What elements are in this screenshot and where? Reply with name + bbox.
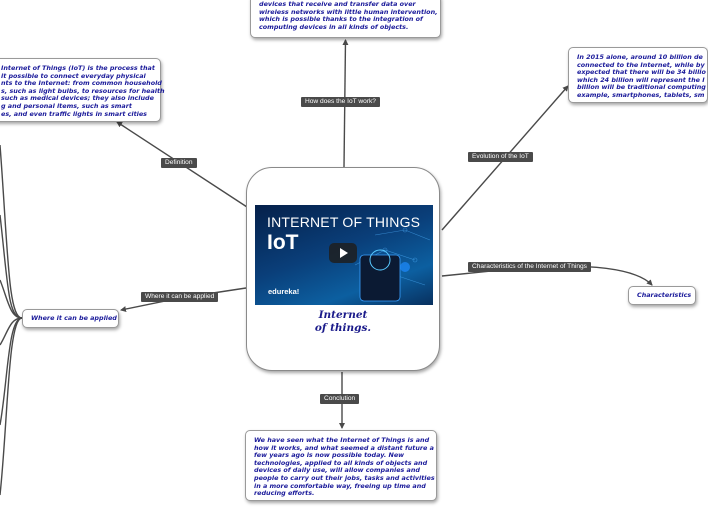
- video-title-line2: IoT: [267, 231, 299, 254]
- branch-label-evolution[interactable]: Evolution of the IoT: [468, 152, 533, 162]
- circuit-decoration: [354, 227, 431, 302]
- topic-text-line: expected that there will be 34 billio: [577, 68, 706, 77]
- topic-text-line: it possible to connect everyday physical: [1, 71, 146, 80]
- branch-label-applied[interactable]: Where it can be applied: [141, 292, 219, 302]
- topic-text-line: Internet of Things (IoT) is the process …: [1, 64, 155, 72]
- branch-label-definition[interactable]: Definition: [161, 158, 197, 168]
- topic-text-line: We have seen what the Internet of Things…: [254, 436, 430, 444]
- topic-text-line: billion will be traditional computing: [577, 83, 706, 92]
- topic-characteristics[interactable]: Characteristics: [628, 286, 696, 305]
- topic-text-line: devices that receive and transfer data o…: [259, 0, 416, 8]
- topic-text-line: such as medical devices; they also inclu…: [1, 94, 154, 103]
- connector-left-2: [0, 214, 23, 319]
- topic-characteristics-text: Characteristics: [637, 291, 692, 299]
- topic-text-line: technologies, applied to all kinds of ob…: [254, 458, 428, 467]
- topic-where-applied-text: Where it can be applied: [31, 314, 117, 322]
- video-thumbnail[interactable]: INTERNET OF THINGS IoT edureka!: [255, 205, 433, 305]
- topic-definition-text: Internet of Things (IoT) is the process …: [1, 64, 165, 118]
- topic-text-line: computing devices in all kinds of object…: [259, 22, 409, 31]
- connector-left-1: [0, 144, 23, 319]
- topic-how-it-works[interactable]: devices that receive and transfer data o…: [250, 0, 441, 38]
- topic-text-line: devices of daily use, will allow compani…: [254, 466, 420, 475]
- topic-how-text: devices that receive and transfer data o…: [259, 0, 438, 31]
- topic-text-line: example, smartphones, tablets, sm: [577, 90, 705, 99]
- topic-where-applied[interactable]: Where it can be applied: [22, 309, 119, 328]
- topic-text-line: which 24 billion will represent the I: [577, 75, 705, 84]
- connector-left-6: [0, 317, 23, 496]
- topic-text-line: es, and even traffic lights in smart cit…: [1, 109, 147, 118]
- branch-label-characteristics[interactable]: Characteristics of the Internet of Thing…: [468, 262, 591, 272]
- topic-text-line: In 2015 alone, around 10 billion de: [577, 53, 703, 61]
- central-topic-title: Internet of things.: [314, 309, 372, 334]
- topic-text-line: reducing efforts.: [254, 489, 315, 498]
- topic-text-line: people to carry out their jobs, tasks an…: [254, 473, 435, 482]
- topic-text-line: how it works, and what seemed a distant …: [254, 443, 434, 452]
- video-brand: edureka!: [268, 287, 300, 296]
- topic-definition[interactable]: Internet of Things (IoT) is the process …: [0, 58, 165, 122]
- topic-text-line: nts to the Internet: from common househo…: [1, 79, 162, 88]
- topic-conclusion-text: We have seen what the Internet of Things…: [254, 436, 435, 498]
- topic-text-line: g and personal items, such as smart: [1, 101, 132, 110]
- video-title-line1: INTERNET OF THINGS: [267, 214, 421, 230]
- topic-text-line: which is possible thanks to the integrat…: [259, 15, 423, 24]
- topic-conclusion[interactable]: We have seen what the Internet of Things…: [245, 430, 437, 501]
- branch-label-conclusion[interactable]: Conclution: [320, 394, 360, 404]
- central-topic[interactable]: INTERNET OF THINGS IoT edureka! Internet…: [246, 167, 440, 371]
- connector-left-5: [0, 317, 23, 426]
- play-icon[interactable]: [329, 243, 357, 263]
- topic-text-line: in a more comfortable way, freeing up ti…: [254, 481, 426, 490]
- branch-label-how[interactable]: How does the IoT work?: [301, 97, 380, 107]
- topic-text-line: connected to the Internet, while by: [577, 60, 705, 69]
- topic-text-line: s, such as light bulbs, to resources for…: [1, 86, 165, 95]
- topic-text-line: wireless networks with little human inte…: [259, 7, 438, 16]
- topic-text-line: few years ago is now possible today. New: [254, 451, 405, 460]
- connector-left-3: [0, 279, 23, 319]
